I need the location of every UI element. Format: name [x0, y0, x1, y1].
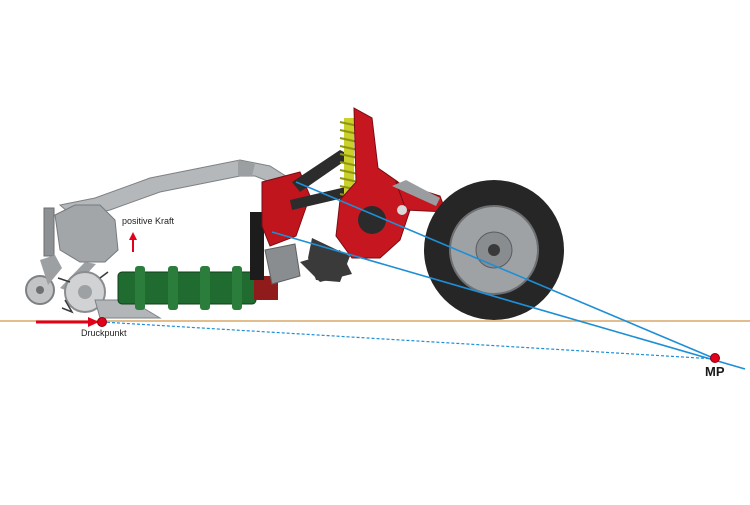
red-headstock	[308, 107, 447, 282]
instant-center-label: MP	[705, 364, 725, 379]
positive-force-label: positive Kraft	[122, 216, 175, 226]
force-lines	[101, 181, 746, 370]
red-arrow-icon	[129, 232, 137, 252]
red-dot-icon	[97, 317, 107, 327]
force-line-to-pressure-point	[101, 321, 717, 360]
force-line-steep	[295, 181, 719, 361]
force-line-upper	[271, 231, 746, 370]
red-arrow-icon	[36, 317, 99, 327]
pressure-point-label: Druckpunkt	[81, 328, 127, 338]
wheel	[424, 180, 564, 320]
green-roller	[117, 266, 278, 310]
red-dot-icon	[710, 353, 720, 363]
central-mount	[250, 150, 352, 285]
